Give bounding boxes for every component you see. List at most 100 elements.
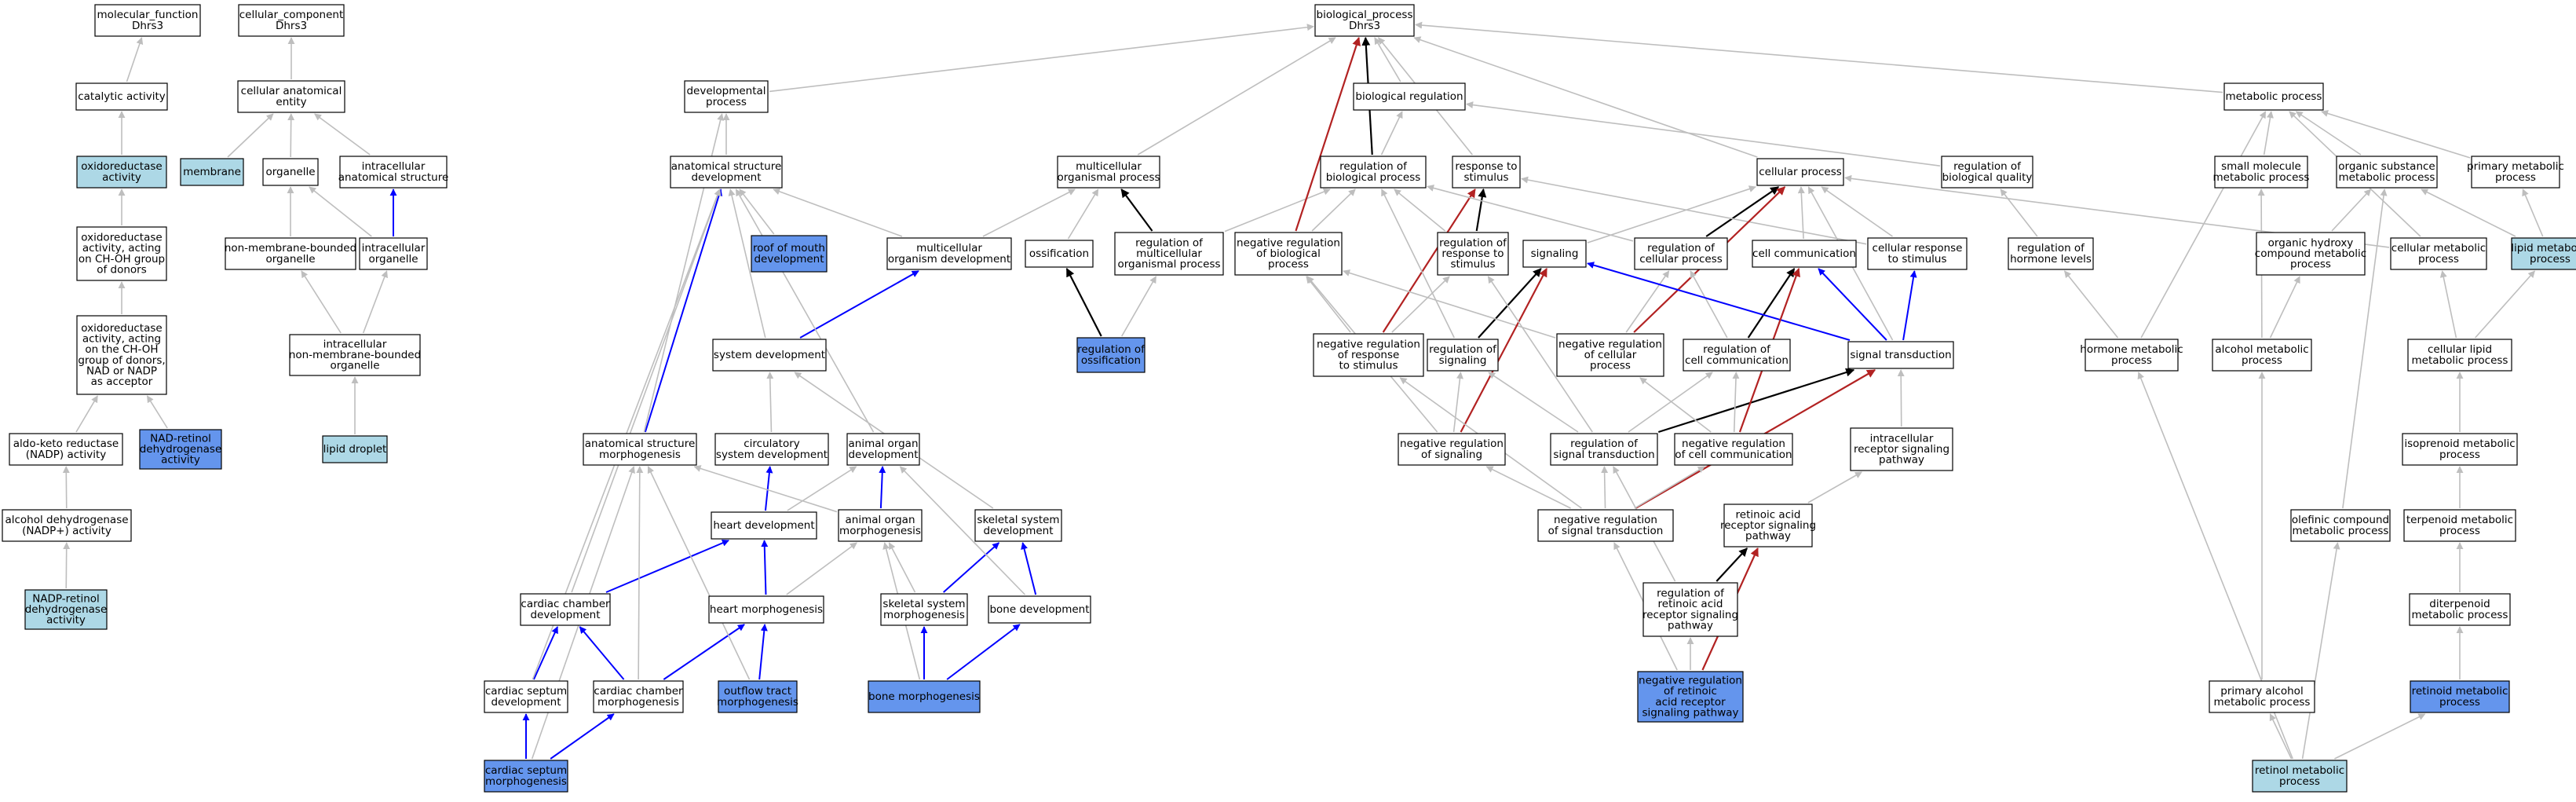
go-term-node-organelle[interactable]: organelle: [262, 158, 319, 186]
edge-devproc-is_a-bp: [769, 24, 1314, 93]
node-box: [2336, 156, 2438, 189]
go-term-node-cellproc[interactable]: cellular process: [1756, 158, 1844, 186]
go-term-node-catalytic[interactable]: catalytic activity: [75, 82, 168, 111]
go-term-node-lipid_droplet[interactable]: lipid droplet: [322, 435, 388, 463]
edge-pmp-is_a-metproc: [2321, 110, 2471, 159]
go-term-node-inmbo[interactable]: intracellularnon-membrane-boundedorganel…: [289, 334, 421, 376]
edge-sysdev-part_of-mod: [799, 270, 919, 339]
go-term-node-bonemorph[interactable]: bone morphogenesis: [868, 680, 981, 713]
go-term-node-signaling[interactable]: signaling: [1522, 240, 1587, 268]
go-term-node-bioreg[interactable]: biological regulation: [1353, 82, 1466, 111]
node-label: regulation of: [1429, 343, 1497, 356]
node-box: [846, 433, 920, 466]
go-term-node-sysdev[interactable]: system development: [712, 339, 827, 372]
node-label: terpenoid metabolic: [2406, 514, 2513, 526]
edge-rrs-is_a-rbp: [1394, 189, 1446, 232]
node-box: [75, 82, 168, 111]
go-term-node-metproc[interactable]: metabolic process: [2223, 82, 2324, 111]
go-term-node-heartmorph[interactable]: heart morphogenesis: [708, 595, 824, 624]
go-term-node-cellcomm[interactable]: cell communication: [1752, 240, 1857, 268]
edge-rbp-is_a-bioreg: [1380, 111, 1403, 156]
node-label: activity, acting: [82, 242, 161, 255]
go-term-node-ossification[interactable]: ossification: [1025, 240, 1094, 268]
go-term-node-sigtrans[interactable]: signal transduction: [1847, 341, 1954, 369]
go-term-node-aldoketo[interactable]: aldo-keto reductase(NADP) activity: [9, 433, 123, 466]
node-label: pathway: [1879, 454, 1924, 467]
edge-bonedev-part_of-skeldev: [1021, 542, 1037, 595]
node-label: process: [1590, 360, 1631, 372]
go-term-node-heartdev[interactable]: heart development: [711, 511, 817, 540]
go-term-node-bonedev[interactable]: bone development: [988, 595, 1091, 624]
go-term-node-membrane[interactable]: membrane: [180, 158, 244, 186]
go-term-node-alcdh[interactable]: alcohol dehydrogenase(NADP+) activity: [2, 509, 132, 542]
node-box: [1867, 237, 1968, 270]
